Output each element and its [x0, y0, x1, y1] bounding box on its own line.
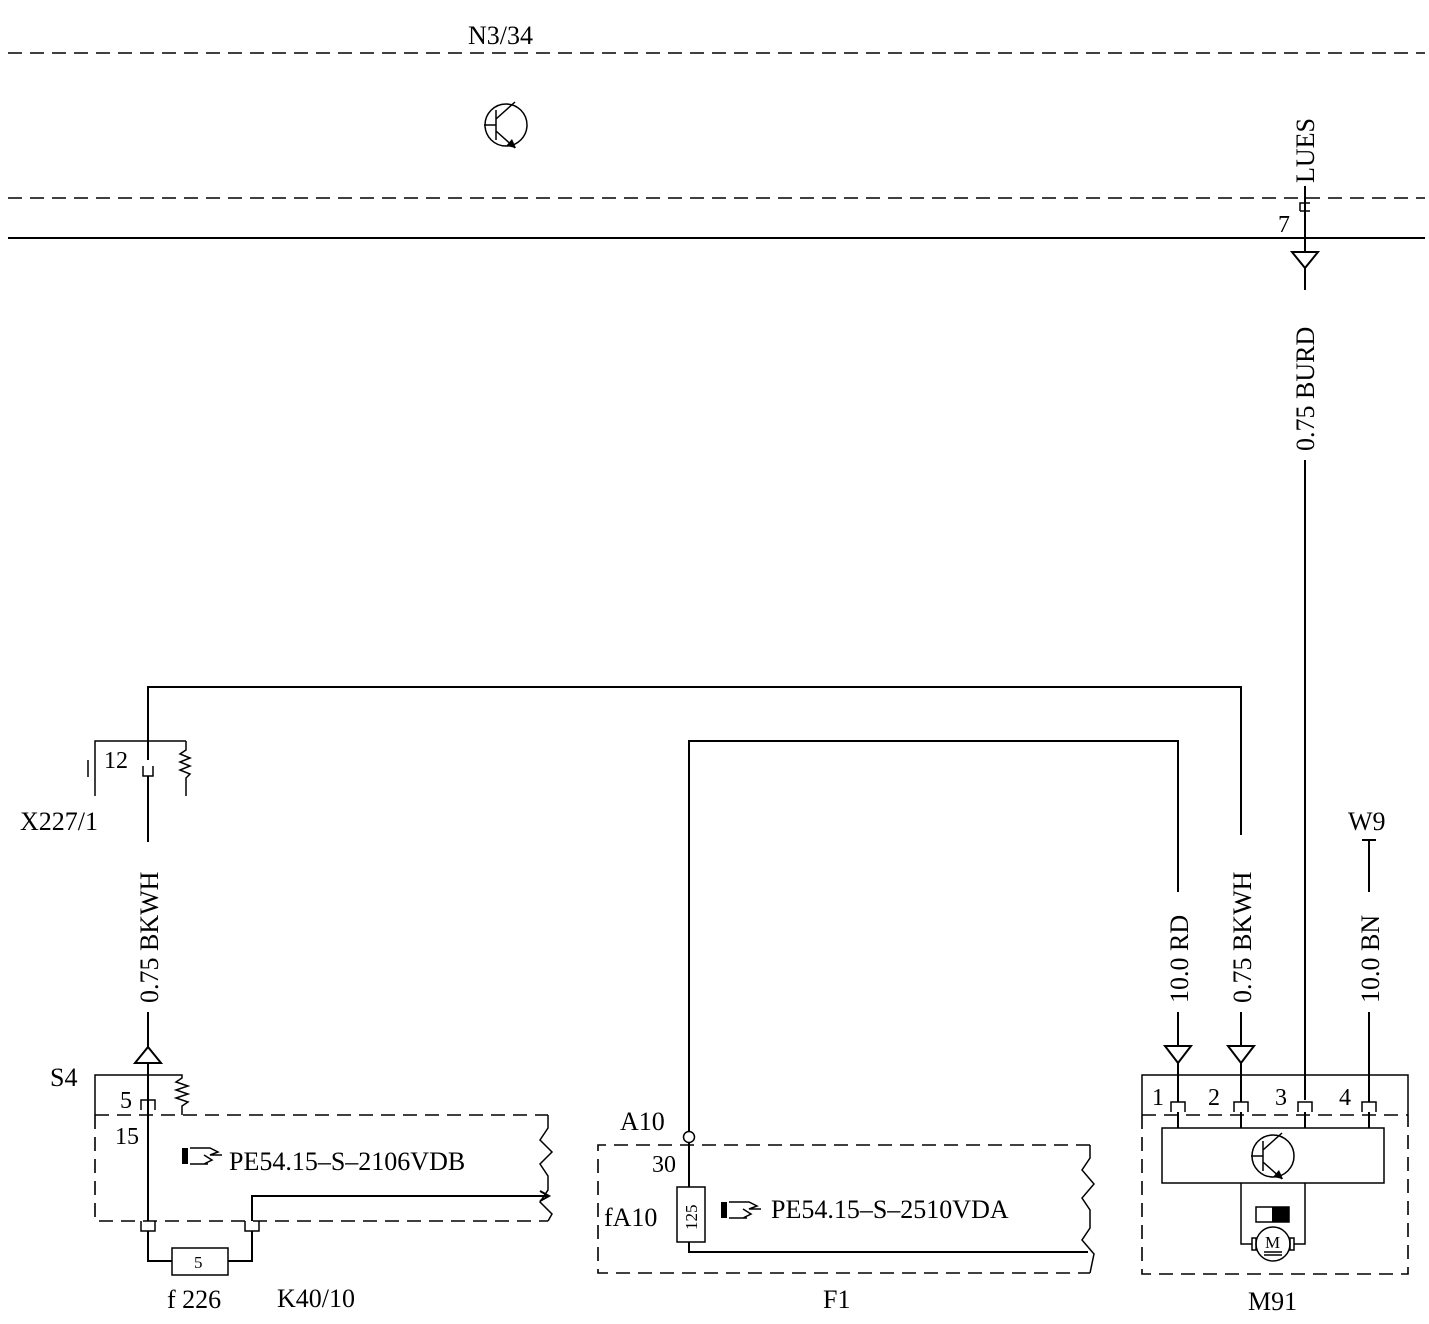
f226-label: f 226	[167, 1285, 221, 1314]
wire-bkwh-left: 0.75 BKWH	[132, 776, 164, 1100]
pointing-hand-icon	[721, 1201, 761, 1219]
switch-s4: S4 5 15	[50, 1063, 191, 1150]
m91-pin-4: 4	[1339, 1085, 1351, 1111]
k40-10-reference: PE54.15–S–2106VDB	[229, 1147, 465, 1176]
fuse-f226: 5 f 226	[147, 1231, 253, 1314]
s4-label: S4	[50, 1063, 77, 1092]
m91-pin-1: 1	[1152, 1085, 1164, 1111]
component-m91: 1 2 3 4 M M91	[1141, 1074, 1409, 1316]
bkwh-left-wire-label: 0.75 BKWH	[135, 871, 164, 1003]
x227-pin-12: 12	[104, 748, 128, 774]
w9-label: W9	[1348, 807, 1386, 836]
bkwh-right-wire-label: 0.75 BKWH	[1228, 871, 1257, 1003]
x227-1-label: X227/1	[20, 807, 98, 836]
wire-bkwh-left-top	[147, 686, 1242, 835]
lues-label: LUES	[1291, 118, 1320, 183]
connector-x227-1: 12 X227/1	[20, 740, 193, 836]
rd-wire-label: 10.0 RD	[1165, 915, 1194, 1003]
m91-label: M91	[1248, 1287, 1297, 1316]
wire-bkwh-right: 0.75 BKWH	[1225, 871, 1257, 1102]
control-unit-n3-34: N3/34	[8, 21, 1425, 239]
pointing-hand-icon	[182, 1147, 222, 1165]
f226-value: 5	[194, 1253, 203, 1272]
n3-34-label: N3/34	[468, 21, 533, 50]
wire-bn: W9 10.0 BN	[1348, 807, 1386, 1102]
f1-reference: PE54.15–S–2510VDA	[771, 1195, 1009, 1224]
burd-wire-label: 0.75 BURD	[1291, 327, 1320, 451]
wire-burd: LUES 7 0.75 BURD	[1278, 118, 1321, 1100]
k40-10-label: K40/10	[277, 1284, 355, 1313]
n3-pin-7: 7	[1278, 212, 1290, 238]
m91-pin-2: 2	[1208, 1085, 1220, 1111]
f1-label: F1	[823, 1285, 850, 1314]
m91-pin-3: 3	[1275, 1085, 1287, 1111]
a10-label: A10	[620, 1107, 665, 1136]
fa10-value: 125	[682, 1205, 701, 1231]
transistor-icon	[1251, 1132, 1295, 1180]
motor-icon: M	[1251, 1206, 1295, 1262]
fuse-box-f1: A10 30 125 fA10 PE54.15–S–2510VDA F1	[597, 1107, 1095, 1314]
fa10-label: fA10	[604, 1203, 657, 1232]
transistor-icon	[484, 101, 528, 149]
s4-pin-5: 5	[120, 1088, 132, 1114]
bn-wire-label: 10.0 BN	[1356, 915, 1385, 1003]
s4-pin-15: 15	[115, 1124, 139, 1150]
a10-pin-30: 30	[652, 1152, 676, 1178]
wire-rd: 10.0 RD	[688, 740, 1194, 1131]
relay-k40-10: PE54.15–S–2106VDB K40/10	[94, 1100, 554, 1313]
svg-text:M: M	[1265, 1233, 1280, 1252]
